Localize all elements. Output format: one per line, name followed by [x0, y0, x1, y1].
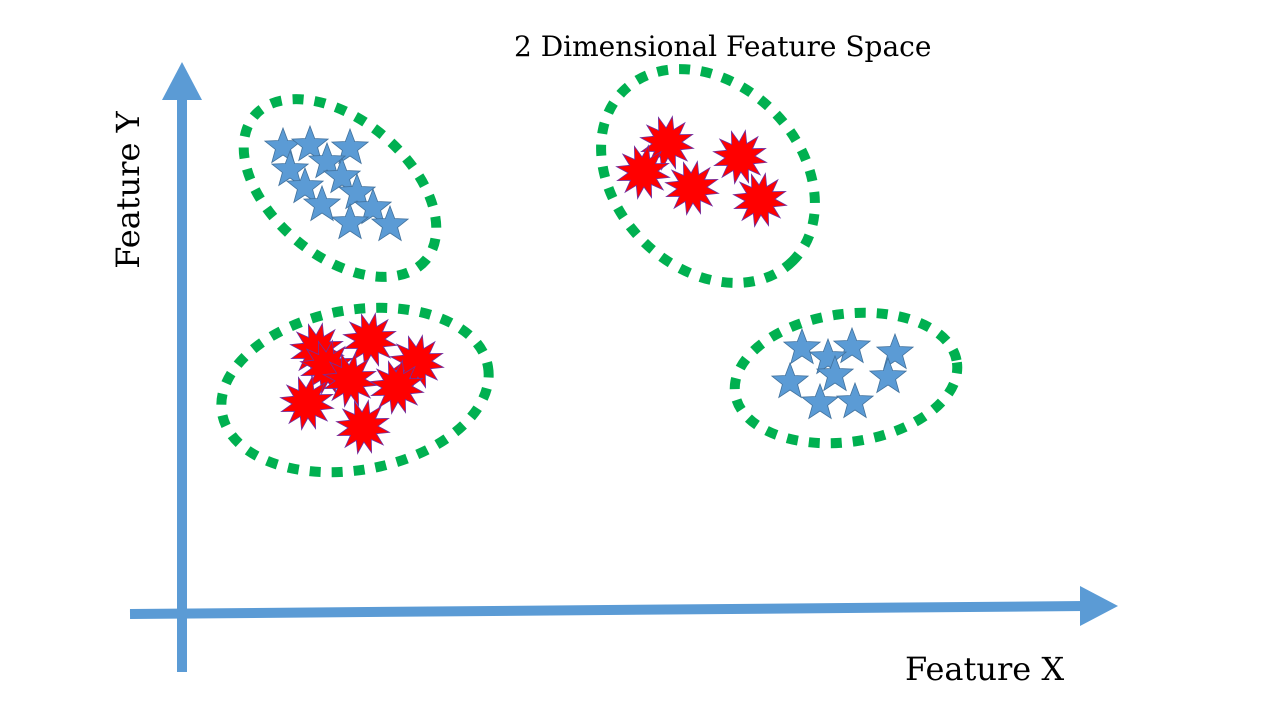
blue-star-point — [330, 127, 370, 165]
blue-star-point — [370, 204, 410, 242]
red-burst-point — [279, 375, 335, 431]
x-axis-line — [129, 601, 1086, 619]
cluster-4 — [729, 307, 963, 449]
blue-star-point — [337, 172, 377, 210]
cluster-outline — [729, 307, 963, 449]
blue-star-point — [290, 124, 330, 162]
blue-star-point — [800, 382, 840, 420]
red-burst-point — [712, 129, 768, 185]
blue-star-point — [302, 184, 342, 222]
blue-star-point — [815, 354, 855, 392]
blue-star-point — [353, 187, 393, 225]
blue-star-point — [782, 327, 822, 365]
blue-star-point — [285, 166, 325, 204]
blue-star-point — [832, 326, 872, 364]
clusters — [216, 64, 963, 478]
axes — [129, 62, 1118, 672]
blue-star-point — [330, 202, 370, 240]
cluster-1 — [238, 94, 442, 282]
cluster-outline — [596, 64, 820, 288]
blue-star-point — [868, 356, 908, 394]
blue-star-point — [835, 381, 875, 419]
x-axis-label: Feature X — [905, 650, 1065, 688]
x-axis-arrowhead — [1080, 586, 1118, 626]
cluster-outline — [238, 94, 442, 282]
y-axis-arrowhead — [162, 62, 202, 100]
blue-star-point — [322, 156, 362, 194]
blue-star-point — [263, 126, 303, 164]
red-burst-point — [615, 144, 671, 200]
y-axis-label: Feature Y — [109, 111, 147, 269]
cluster-outline — [216, 302, 494, 478]
cluster-2 — [216, 302, 494, 478]
blue-star-point — [770, 361, 810, 399]
red-burst-point — [322, 352, 378, 408]
cluster-3 — [596, 64, 820, 288]
blue-star-point — [270, 149, 310, 187]
red-burst-point — [369, 359, 425, 415]
blue-star-point — [808, 337, 848, 375]
red-burst-point — [732, 172, 788, 228]
blue-star-point — [307, 141, 347, 179]
blue-star-point — [875, 332, 915, 370]
red-burst-point — [335, 399, 391, 455]
diagram-title: 2 Dimensional Feature Space — [514, 30, 932, 63]
red-burst-point — [664, 160, 720, 216]
